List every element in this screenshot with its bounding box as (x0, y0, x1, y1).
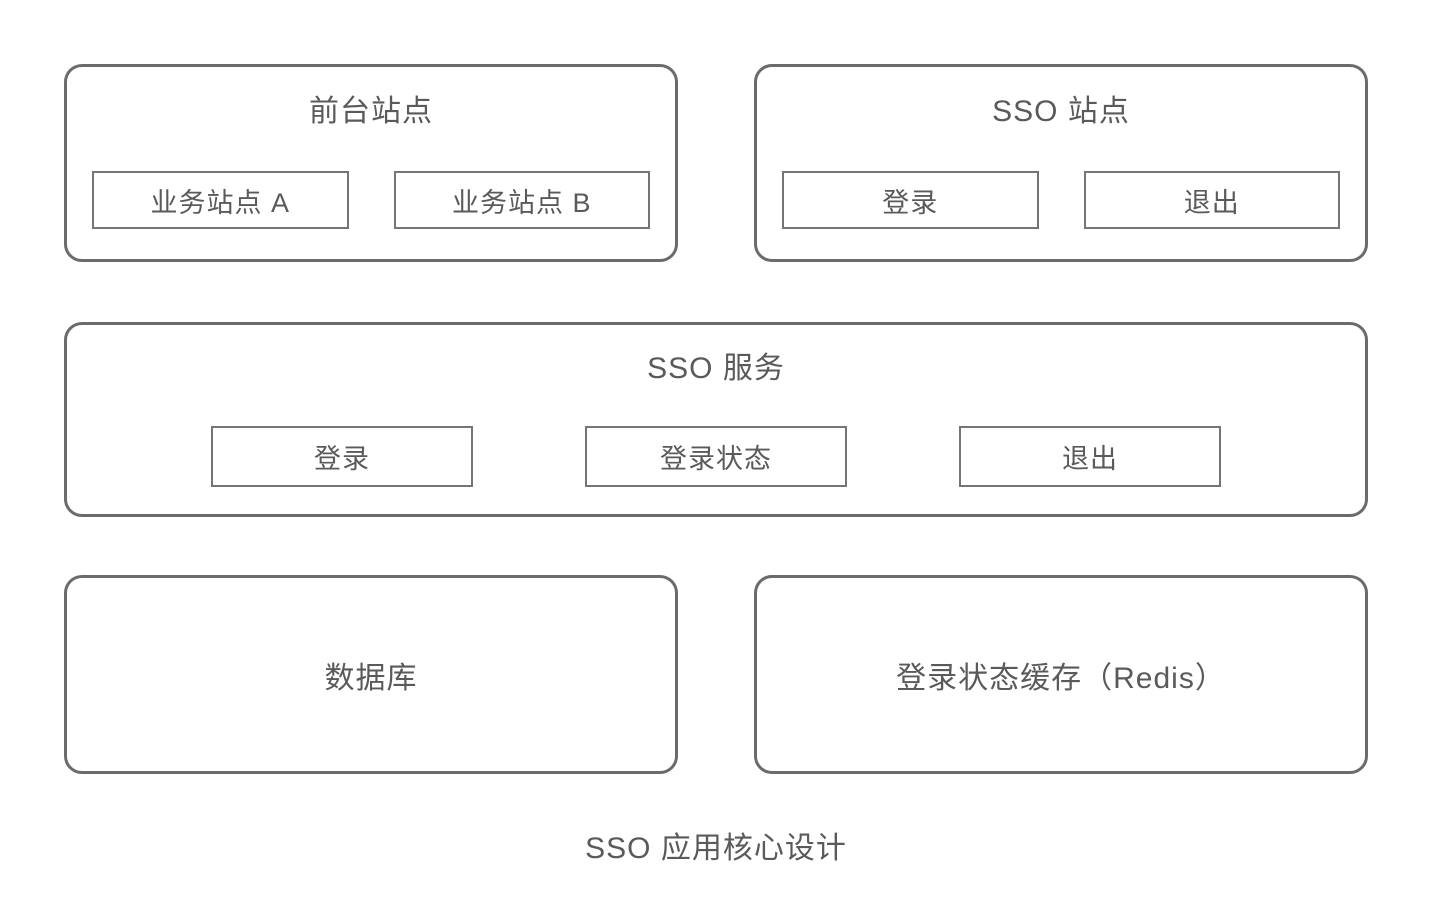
node-database: 数据库 (64, 575, 678, 774)
node-sso-site-login: 登录 (782, 171, 1039, 229)
diagram-caption: SSO 应用核心设计 (585, 832, 847, 865)
node-sso-service-login: 登录 (211, 426, 473, 487)
top-row: 前台站点 业务站点 A 业务站点 B SSO 站点 登录 退出 (64, 64, 1368, 262)
node-redis-cache: 登录状态缓存（Redis） (754, 575, 1368, 774)
middle-row: SSO 服务 登录 登录状态 退出 (64, 322, 1368, 517)
group-sso-site: SSO 站点 登录 退出 (754, 64, 1368, 262)
sso-service-items: 登录 登录状态 退出 (95, 426, 1337, 487)
node-business-site-a: 业务站点 A (92, 171, 349, 229)
sso-site-title: SSO 站点 (992, 95, 1130, 128)
group-frontend-sites: 前台站点 业务站点 A 业务站点 B (64, 64, 678, 262)
group-sso-service: SSO 服务 登录 登录状态 退出 (64, 322, 1368, 517)
redis-cache-label: 登录状态缓存（Redis） (896, 661, 1226, 695)
sso-site-items: 登录 退出 (782, 171, 1340, 229)
frontend-sites-items: 业务站点 A 业务站点 B (92, 171, 650, 229)
frontend-sites-title: 前台站点 (309, 95, 433, 128)
sso-service-title: SSO 服务 (647, 352, 785, 385)
node-business-site-b: 业务站点 B (393, 171, 650, 229)
sso-architecture-diagram: 前台站点 业务站点 A 业务站点 B SSO 站点 登录 退出 SSO 服务 登… (64, 0, 1368, 866)
node-sso-service-login-status: 登录状态 (585, 426, 847, 487)
node-sso-site-logout: 退出 (1083, 171, 1340, 229)
database-label: 数据库 (324, 661, 418, 695)
node-sso-service-logout: 退出 (959, 426, 1221, 487)
bottom-row: 数据库 登录状态缓存（Redis） (64, 575, 1368, 774)
